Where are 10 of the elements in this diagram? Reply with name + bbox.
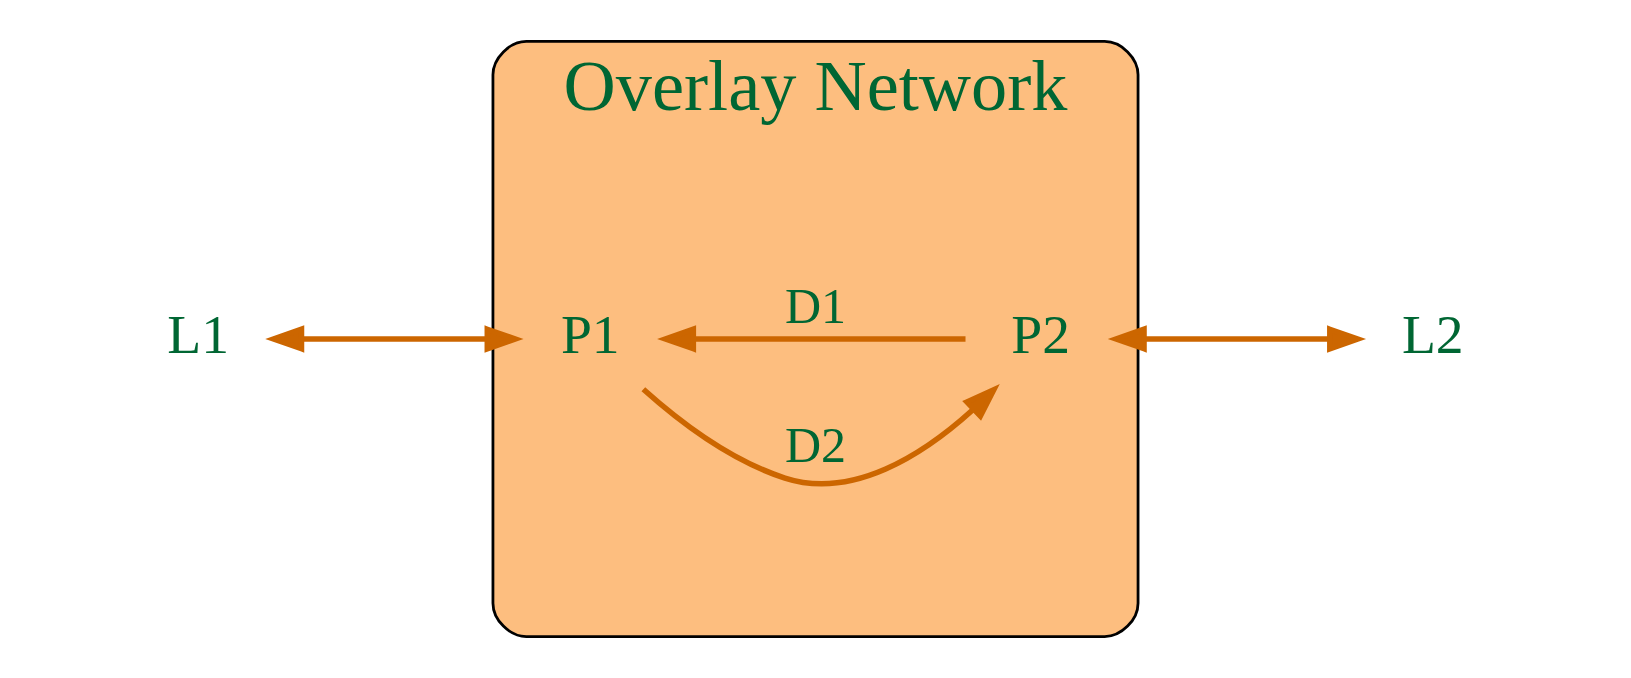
edge-label: D2 <box>784 417 847 474</box>
arrow <box>657 325 966 353</box>
edge-label: D1 <box>784 278 847 335</box>
arrow <box>641 383 1000 487</box>
arrow <box>265 325 524 353</box>
node-text: L1 <box>167 302 230 365</box>
node-text: P1 <box>560 302 620 365</box>
node-text: L2 <box>1401 302 1464 365</box>
arrow <box>1107 325 1367 353</box>
node-text: P2 <box>1011 302 1071 365</box>
